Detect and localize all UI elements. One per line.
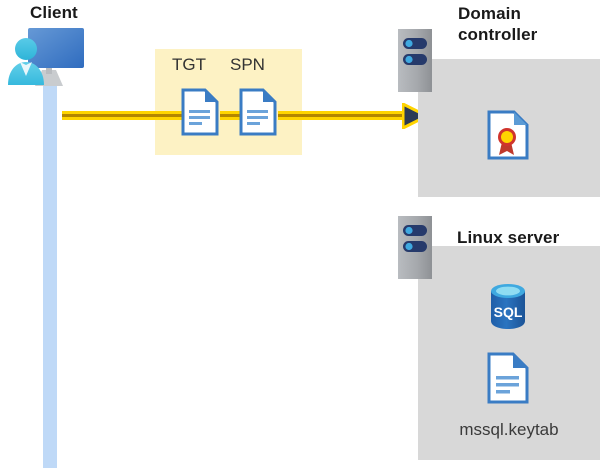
server-rack-icon bbox=[398, 29, 432, 92]
document-icon bbox=[239, 88, 277, 136]
sql-database-icon-svg: SQL bbox=[491, 284, 525, 329]
client-label: Client bbox=[30, 3, 78, 22]
connector-line-left bbox=[62, 111, 158, 120]
certificate-icon-svg bbox=[487, 110, 529, 160]
keytab-document-icon bbox=[487, 352, 529, 404]
domain-controller-label: Domain controller bbox=[458, 4, 538, 44]
arrow-head-icon bbox=[401, 101, 431, 131]
connector-line-right bbox=[278, 111, 412, 120]
sql-database-icon: SQL bbox=[487, 281, 529, 331]
sql-label: SQL bbox=[494, 304, 523, 320]
server-rack-icon-svg bbox=[398, 216, 432, 279]
document-icon-svg bbox=[239, 88, 277, 136]
certificate-document-icon bbox=[487, 110, 529, 160]
kerberos-ticket-panel bbox=[155, 49, 302, 155]
user-computer-icon-svg bbox=[8, 28, 84, 86]
connector-line-panel-mid bbox=[220, 111, 240, 120]
server-rack-icon-svg bbox=[398, 29, 432, 92]
client-lifeline bbox=[43, 72, 57, 468]
server-rack-icon bbox=[398, 216, 432, 279]
client-to-domain-controller-arrow bbox=[401, 101, 431, 131]
linux-server-label: Linux server bbox=[457, 228, 560, 247]
spn-caption: SPN bbox=[230, 55, 265, 74]
keytab-filename-label: mssql.keytab bbox=[459, 420, 559, 439]
tgt-caption: TGT bbox=[172, 55, 206, 74]
connector-line-panel-in bbox=[155, 111, 185, 120]
user-computer-icon bbox=[6, 26, 86, 88]
document-icon-svg bbox=[181, 88, 219, 136]
document-icon-svg bbox=[487, 352, 529, 404]
document-icon bbox=[181, 88, 219, 136]
